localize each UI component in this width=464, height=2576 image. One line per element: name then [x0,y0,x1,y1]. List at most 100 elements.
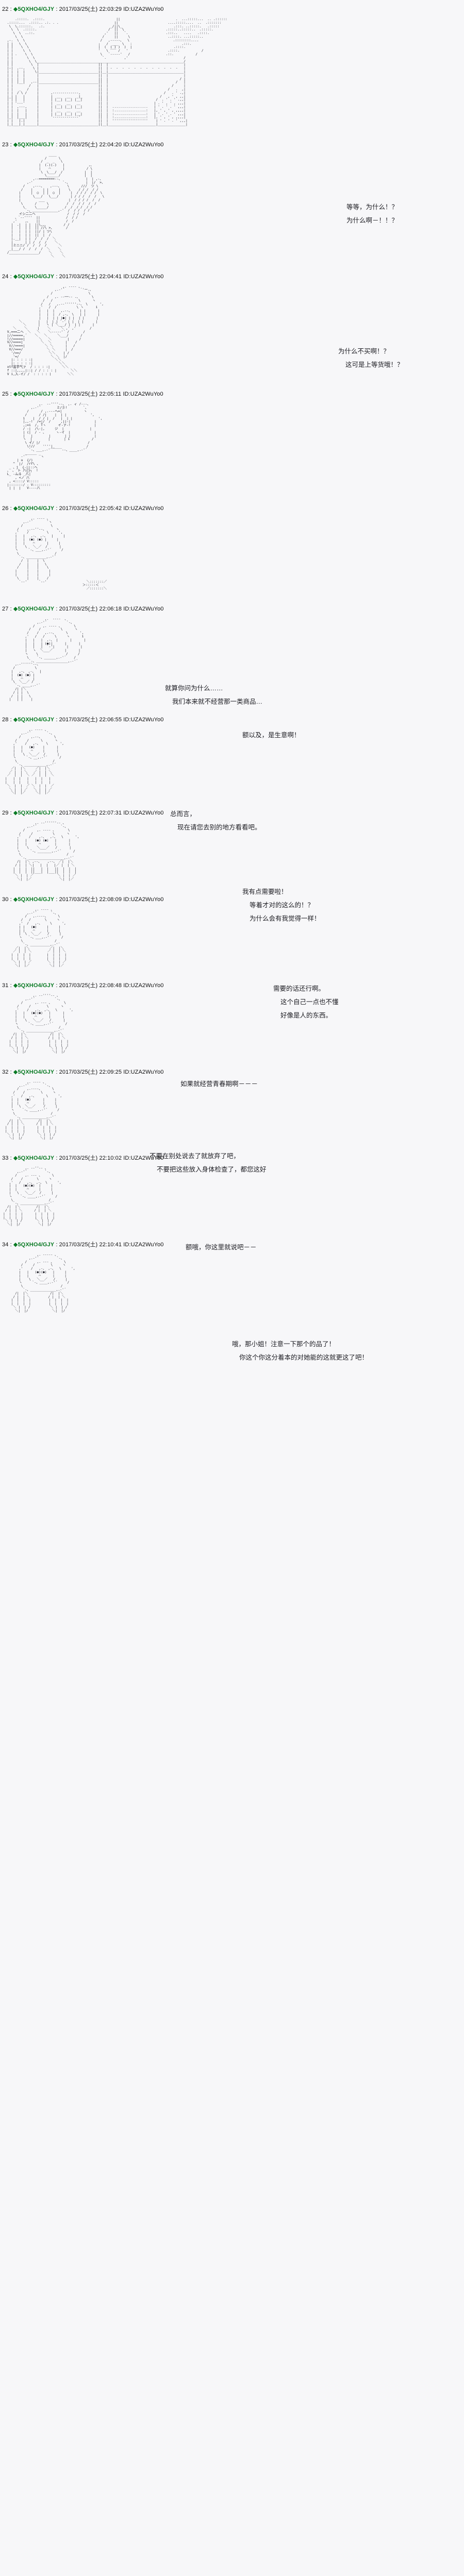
header-separator: : [54,391,59,398]
post: 31 : ◆5QXHO4/GJY : 2017/03/25(土) 22:08:4… [0,979,464,1088]
post-header: 25 : ◆5QXHO4/GJY : 2017/03/25(土) 22:05:1… [0,388,464,399]
post-author-tripcode[interactable]: 5QXHO4/GJY [18,141,55,148]
post-body: ,. -‐‐- 、 ,.‐'´ `‐、 / ,. -‐‐- 、 \ / / \ … [0,614,464,739]
post: 29 : ◆5QXHO4/GJY : 2017/03/25(土) 22:07:3… [0,807,464,922]
post-body: ____ / \ / _ _ \ | (.)(.) | ,、 | ⌒ | / \… [0,150,464,260]
post-number: 23 [2,141,9,148]
post-user-id: ID:UZA2WuYo0 [123,505,164,512]
ascii-art: ,. -‐‐- 、 ,.‐'´ `‐、 / ,.--、 \ / / \ ヽ ,'… [5,728,64,795]
dialogue-line: 就算你问为什么…… [165,685,223,692]
post-number: 27 [2,605,9,612]
post-gap [0,883,464,890]
post-gap [0,969,464,976]
header-separator: : [54,141,59,148]
post-gap [0,1228,464,1235]
dialogue-block: 如果就经营青春期啊－－－ [180,1077,258,1091]
post-number: 28 [2,717,9,723]
post-header: 31 : ◆5QXHO4/GJY : 2017/03/25(土) 22:08:4… [0,979,464,991]
post-author-tripcode[interactable]: 5QXHO4/GJY [18,896,55,903]
post-number: 24 [2,273,9,280]
dialogue-line: 不要在别处说去了就放弃了吧， [150,1152,240,1160]
trip-diamond-icon: ◆ [13,1069,18,1075]
dialogue-block: 为什么不买啊！？这可是上等货哦！？ [338,345,404,371]
post-header: 29 : ◆5QXHO4/GJY : 2017/03/25(土) 22:07:3… [0,807,464,818]
post: 30 : ◆5QXHO4/GJY : 2017/03/25(土) 22:08:0… [0,893,464,1019]
dialogue-line: 额哦，你这里就说吧－－ [186,1244,257,1251]
post-author-tripcode[interactable]: 5QXHO4/GJY [18,605,55,612]
dialogue-line: 你这个你这分着本的对她能的这就更这了吧！ [239,1353,369,1361]
post-author-tripcode[interactable]: 5QXHO4/GJY [18,391,55,398]
dialogue-line: 为什么会有我觉得一样！ [250,915,321,923]
post-author-tripcode[interactable]: 5QXHO4/GJY [18,717,55,723]
post-gap [0,1315,464,1322]
post-user-id: ID:UZA2WuYo0 [123,391,163,398]
post-author-tripcode[interactable]: 5QXHO4/GJY [18,505,55,512]
post-header: 33 : ◆5QXHO4/GJY : 2017/03/25(土) 22:10:0… [0,1152,464,1163]
header-separator: : [8,717,13,723]
post-body: ,. -‐‐- 、 ,.‐'´ `ヽ / \ / ,.-‐''‐-、 ヽ ,' … [0,514,464,592]
ascii-art: ,. -‐‐- 、 ,.‐'´ `ヽ / \ / ,.-‐''‐-、 ヽ ,' … [15,517,107,590]
post-header: 26 : ◆5QXHO4/GJY : 2017/03/25(土) 22:05:4… [0,502,464,514]
post-header: 23 : ◆5QXHO4/GJY : 2017/03/25(土) 22:04:2… [0,139,464,150]
trip-diamond-icon: ◆ [13,6,18,12]
header-separator: : [54,982,59,989]
header-separator: : [8,1069,13,1075]
trip-diamond-icon: ◆ [13,505,18,512]
dialogue-line: 这可是上等货哦！？ [345,361,404,368]
post-timestamp: 2017/03/25(土) 22:03:29 [59,6,122,12]
post-user-id: ID:UZA2WuYo0 [123,896,164,903]
trip-diamond-icon: ◆ [13,141,18,148]
header-separator: : [8,273,13,280]
header-separator: : [54,1155,59,1162]
post-author-tripcode[interactable]: 5QXHO4/GJY [18,273,55,280]
dialogue-line: 需要的话还行啊。 [273,985,325,992]
post-author-tripcode[interactable]: 5QXHO4/GJY [18,6,55,12]
post: 22 : ◆5QXHO4/GJY : 2017/03/25(土) 22:03:2… [0,3,464,139]
post: 32 : ◆5QXHO4/GJY : 2017/03/25(土) 22:09:2… [0,1066,464,1173]
dialogue-block: 就算你问为什么…… 我们本来就不经营那一类商品… [165,682,262,708]
post-number: 33 [2,1155,9,1162]
trip-diamond-icon: ◆ [13,391,18,398]
dialogue-line: 如果就经营青春期啊－－－ [180,1080,258,1088]
post-author-tripcode[interactable]: 5QXHO4/GJY [18,810,55,817]
dialogue-block: 不要在别处说去了就放弃了吧， 不要把这些放入身体检查了，都您这好 [150,1149,267,1176]
dialogue-line: 总而言， [170,810,196,818]
post-timestamp: 2017/03/25(土) 22:06:18 [59,605,122,612]
header-separator: : [8,391,13,398]
ascii-art: ,. -‐''''''‐- 、 ,.‐'´ `‐、 / ,. -‐‐- 、 \ … [13,821,79,881]
dialogue-block: 需要的话还行啊。这个自己一点也不懂好像是人的东西。 [273,982,339,1022]
post-number: 32 [2,1069,9,1075]
trip-diamond-icon: ◆ [13,982,18,989]
ascii-art: ,. -‐‐- 、 ,.‐'´ `‐、 / ,. -‐‐- 、 \ / / \ … [9,617,86,702]
post-timestamp: 2017/03/25(土) 22:08:48 [59,982,122,989]
trip-diamond-icon: ◆ [13,605,18,612]
post-timestamp: 2017/03/25(土) 22:04:20 [59,141,122,148]
post-header: 24 : ◆5QXHO4/GJY : 2017/03/25(土) 22:04:4… [0,270,464,282]
post-gap [0,128,464,135]
dialogue-line: 不要把这些放入身体检查了，都您这好 [157,1165,267,1173]
trip-diamond-icon: ◆ [13,896,18,903]
header-separator: : [54,1241,59,1248]
post-timestamp: 2017/03/25(土) 22:05:11 [59,391,122,398]
post-body: ,. -‐‐- 、 ,.‐'´ `‐、 / ,.-‐‐-、 \ / / \ ヽ … [0,905,464,1019]
post-author-tripcode[interactable]: 5QXHO4/GJY [18,1069,55,1075]
post-timestamp: 2017/03/25(土) 22:06:55 [59,717,122,723]
post-timestamp: 2017/03/25(土) 22:07:31 [59,810,122,817]
header-separator: : [8,605,13,612]
post-gap [0,378,464,385]
post-author-tripcode[interactable]: 5QXHO4/GJY [18,1155,55,1162]
header-separator: : [8,896,13,903]
dialogue-line: 我们本来就不经营那一类商品… [172,698,263,706]
post-author-tripcode[interactable]: 5QXHO4/GJY [18,982,55,989]
ascii-art: ,. -‐''‐- 、 ,.‐'´ `‐、 / ,. -‐- 、 \ / / \… [3,1166,61,1226]
post-author-tripcode[interactable]: 5QXHO4/GJY [18,1241,55,1248]
post-gap [0,1056,464,1063]
post-header: 27 : ◆5QXHO4/GJY : 2017/03/25(土) 22:06:1… [0,603,464,614]
dialogue-line: 哦，那小姐！注意一下那个的品了！ [232,1340,336,1348]
header-separator: : [54,1069,59,1075]
post-number: 26 [2,505,9,512]
post-user-id: ID:UZA2WuYo0 [123,6,164,12]
post: 34 : ◆5QXHO4/GJY : 2017/03/25(土) 22:10:4… [0,1239,464,1361]
post-user-id: ID:UZA2WuYo0 [123,141,164,148]
ascii-art: ,. -‐‐- 、 ,.‐'´ `‐、 / ,.-‐‐-、 \ / / \ ヽ … [5,1080,62,1140]
